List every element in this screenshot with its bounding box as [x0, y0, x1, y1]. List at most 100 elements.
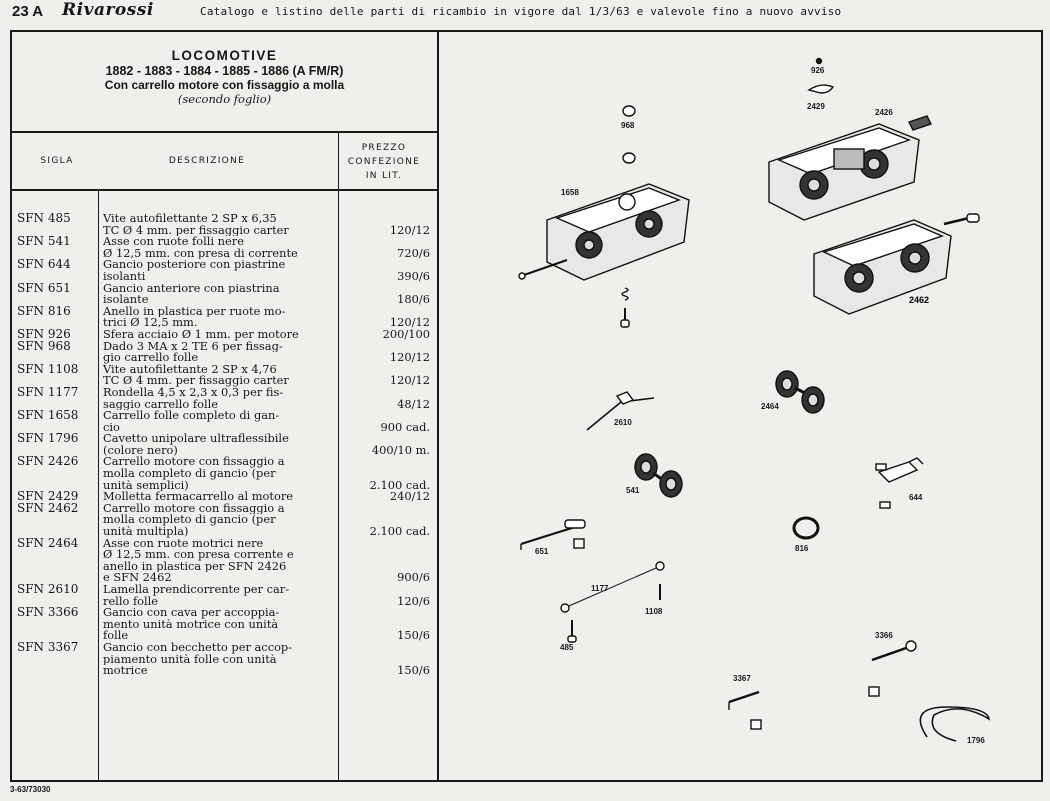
description-line: Gancio anteriore con piastrina: [103, 282, 280, 295]
section-models: 1882 - 1883 - 1884 - 1885 - 1886 (A FM/R…: [105, 64, 344, 78]
brand-logo: Rivarossi: [62, 0, 154, 20]
washer-1177-icon: [560, 603, 570, 613]
description-line: Ø 12,5 mm. con presa di corrente: [103, 247, 298, 260]
description-line: trici Ø 12,5 mm.: [103, 317, 198, 329]
bogie-1658-icon: [518, 183, 690, 281]
part-price: 390/6: [397, 268, 430, 283]
part-description: Cavetto unipolare ultraflessibile(colore…: [103, 433, 340, 456]
part-description: Gancio con cava per accoppia-mento unità…: [103, 607, 340, 642]
part-code: SFN 968: [17, 338, 71, 353]
part-description: Dado 3 MA x 2 TE 6 per fissag-gio carrel…: [103, 341, 340, 364]
header-prezzo-line1: PREZZO: [361, 143, 407, 153]
part-code: SFN 3367: [17, 639, 79, 654]
sheet-note: (secondo foglio): [177, 92, 272, 106]
description-line: Gancio con becchetto per accop-: [103, 641, 293, 654]
spring-icon: [621, 287, 629, 301]
part-code: SFN 816: [17, 303, 71, 318]
part-code: SFN 2429: [17, 489, 79, 504]
part-code: SFN 651: [17, 280, 71, 295]
part-description: Molletta fermacarrello al motore: [103, 491, 340, 503]
bogie-2462-icon: [813, 213, 980, 315]
part-price: 120/12: [389, 373, 430, 388]
part-price: 150/6: [397, 663, 430, 678]
exploded-parts-drawing: 926 2429 2426 968 1658 2462 2464 2610 54…: [439, 32, 1043, 780]
label-926: 926: [811, 66, 825, 75]
part-description: Carrello folle completo di gan-cio: [103, 410, 340, 433]
description-line: Carrello folle completo di gan-: [103, 410, 280, 422]
description-line: Sfera acciaio Ø 1 mm. per motore: [103, 328, 299, 341]
label-1108: 1108: [645, 607, 663, 616]
page-number: 23 A: [12, 3, 44, 20]
header-prezzo-line3: IN LIT.: [365, 171, 403, 181]
table-row: SFN 1796 Cavetto unipolare ultraflessibil…: [17, 431, 432, 456]
part-price: 120/12: [389, 315, 430, 330]
description-line: Vite autofilettante 2 SP x 4,76: [103, 363, 277, 376]
description-line: Rondella 4,5 x 2,3 x 0,3 per fis-: [103, 386, 284, 399]
part-price: 120/12: [389, 222, 430, 237]
table-top-rule: [12, 131, 437, 133]
part-code: SFN 485: [17, 211, 71, 225]
coupler-651-icon: [520, 519, 586, 550]
description-line: molla completo di gancio (per: [103, 514, 276, 527]
coupler-3367-icon: [728, 690, 762, 730]
description-line: cio: [103, 421, 120, 434]
nut-968b-icon: [622, 152, 636, 164]
part-price: 180/6: [397, 292, 430, 307]
part-code: SFN 541: [17, 234, 71, 249]
part-code: SFN 2462: [17, 500, 79, 515]
description-line: Gancio posteriore con piastrine: [103, 259, 286, 271]
description-line: TC Ø 4 mm. per fissaggio carter: [103, 224, 289, 237]
price-column-rule: [338, 131, 339, 780]
label-2464: 2464: [761, 402, 779, 411]
label-541: 541: [626, 486, 640, 495]
part-description: Lamella prendicorrente per car-rello fol…: [103, 584, 340, 607]
part-code: SFN 2426: [17, 454, 79, 469]
part-description: Rondella 4,5 x 2,3 x 0,3 per fis-saggio …: [103, 387, 340, 410]
label-485: 485: [560, 643, 574, 652]
label-3367: 3367: [733, 674, 751, 683]
description-line: Anello in plastica per ruote mo-: [103, 305, 286, 318]
table-row: SFN 3367 Gancio con becchetto per accop-p…: [17, 639, 432, 678]
part-price: 150/6: [397, 628, 430, 643]
description-line: Asse con ruote motrici nere: [103, 537, 264, 550]
sigla-column-rule: [98, 189, 99, 780]
description-line: rello folle: [103, 595, 159, 608]
description-line: isolante: [103, 294, 149, 306]
label-2610: 2610: [614, 418, 632, 427]
description-line: isolanti: [103, 270, 146, 283]
clip-2429-icon: [807, 84, 835, 94]
description-line: Cavetto unipolare ultraflessibile: [103, 433, 289, 445]
parts-illustration: 926 2429 2426 968 1658 2462 2464 2610 54…: [518, 57, 991, 745]
catalog-frame: LOCOMOTIVE 1882 - 1883 - 1884 - 1885 - 1…: [10, 30, 1043, 782]
part-price: 120/6: [397, 593, 430, 608]
label-2429: 2429: [807, 102, 825, 111]
label-3366: 3366: [875, 631, 893, 640]
part-code: SFN 1108: [17, 361, 79, 376]
part-code: SFN 1796: [17, 431, 79, 446]
ring-816-icon: [792, 516, 820, 540]
description-line: Carrello motore con fissaggio a: [103, 456, 285, 469]
part-code: SFN 1658: [17, 408, 79, 423]
description-line: Gancio con cava per accoppia-: [103, 607, 280, 619]
description-line: anello in plastica per SFN 2426: [103, 560, 287, 573]
description-line: Dado 3 MA x 2 TE 6 per fissag-: [103, 340, 283, 353]
section-title-block: LOCOMOTIVE 1882 - 1883 - 1884 - 1885 - 1…: [12, 48, 437, 106]
table-header-rule: [12, 189, 437, 191]
label-644: 644: [909, 493, 923, 502]
label-968: 968: [621, 121, 635, 130]
header-sigla: SIGLA: [40, 156, 74, 166]
description-line: piamento unità folle con unità: [103, 653, 277, 666]
bogie-2426-icon: [768, 115, 932, 221]
label-651: 651: [535, 547, 549, 556]
